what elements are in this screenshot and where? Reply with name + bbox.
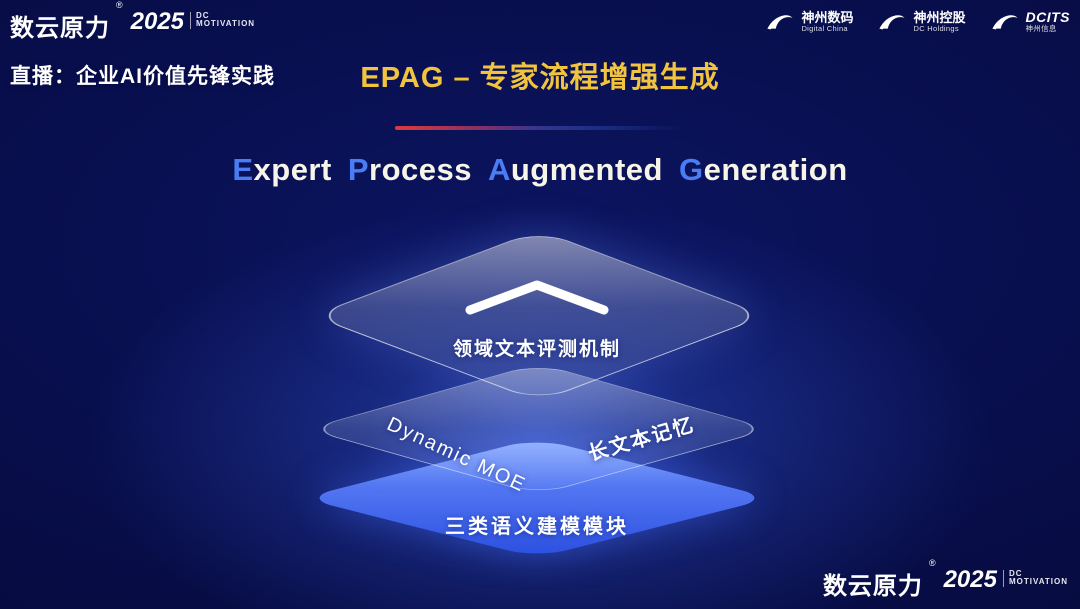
registered-mark: ® <box>116 0 123 10</box>
live-label: 直播：企业AI价值先锋实践 <box>10 65 275 88</box>
brand-logo-bottom: 数云原力 ® 2025 DC MOTIVATION <box>822 558 1068 601</box>
chevron-up-icon <box>462 276 612 323</box>
partner-logo-dc-holdings: 神州控股 DC Holdings <box>877 9 966 34</box>
brand-logo-top: 数云原力 ® 2025 DC MOTIVATION <box>10 0 256 43</box>
brand-tagline-line2: MOTIVATION <box>1008 577 1068 587</box>
brand-tagline: DC MOTIVATION <box>1002 569 1068 587</box>
brand-tagline: DC MOTIVATION <box>190 11 256 29</box>
page-title: EPAG – 专家流程增强生成 <box>360 62 720 94</box>
bottom-layer-label: 三类语义建模模块 <box>445 516 629 538</box>
partner-logo-digital-china: 神州数码 Digital China <box>765 9 854 34</box>
registered-mark: ® <box>928 558 936 568</box>
partner-name: DCITS <box>1025 9 1070 25</box>
partner-logos: 神州数码 Digital China 神州控股 DC Holdings DCIT… <box>765 9 1071 34</box>
dcits-swoosh-icon <box>990 11 1020 33</box>
partner-logo-dcits: DCITS 神州信息 <box>990 9 1071 34</box>
brand-name: 数云原力 <box>10 15 110 42</box>
brand-tagline-line2: MOTIVATION <box>196 19 256 29</box>
dc-holdings-swoosh-icon <box>877 11 907 33</box>
partner-sub: Digital China <box>801 23 848 33</box>
partner-name: 神州数码 <box>801 9 854 25</box>
partner-sub: 神州信息 <box>1025 24 1057 34</box>
digital-china-swoosh-icon <box>765 11 795 33</box>
partner-sub: DC Holdings <box>913 23 959 33</box>
partner-name: 神州控股 <box>913 9 966 25</box>
brand-year: 2025 <box>943 566 997 593</box>
brand-tagline-line1: DC <box>196 11 210 20</box>
top-layer-label: 领域文本评测机制 <box>452 339 621 360</box>
brand-tagline-line1: DC <box>1008 569 1023 578</box>
title-divider <box>395 126 685 130</box>
brand-year: 2025 <box>130 8 185 35</box>
brand-name: 数云原力 <box>822 573 923 600</box>
